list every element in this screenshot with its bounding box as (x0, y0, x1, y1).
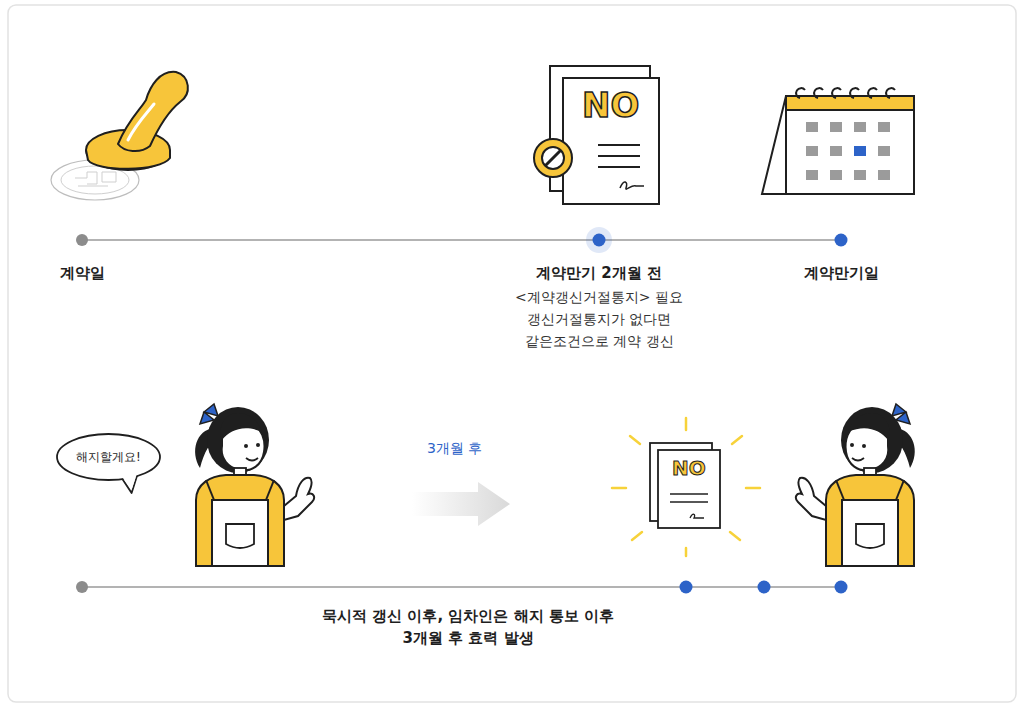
text-label: <계약갱신거절통지> 필요 (515, 289, 683, 307)
frame (8, 5, 1016, 702)
text-label: 계약일 (60, 264, 105, 283)
text-label: 계약만기일 (804, 264, 879, 283)
bubble-text: 해지할게요! (76, 449, 141, 466)
document-icon (534, 66, 659, 204)
text-label: 3개월 후 (427, 440, 482, 458)
text-label: 갱신거절통지가 없다면 (527, 311, 671, 329)
text-label: 계약만기 2개월 전 (536, 264, 662, 283)
text-label: 묵시적 갱신 이후, 임차인은 해지 통보 이후 3개월 후 효력 발생 (303, 605, 633, 649)
calendar-icon (762, 88, 914, 194)
tenant-figure (796, 404, 915, 566)
tenant-figure (195, 404, 314, 566)
time-arrow (412, 482, 510, 526)
text-label: 같은조건으로 계약 갱신 (525, 333, 674, 351)
stamp-icon (51, 72, 188, 200)
timeline (76, 227, 848, 253)
text-label: NO (672, 458, 706, 478)
speech-bubble: 해지할게요! (56, 433, 161, 481)
timeline (76, 581, 848, 594)
text-label: NO (582, 88, 639, 122)
document-icon (612, 418, 760, 556)
